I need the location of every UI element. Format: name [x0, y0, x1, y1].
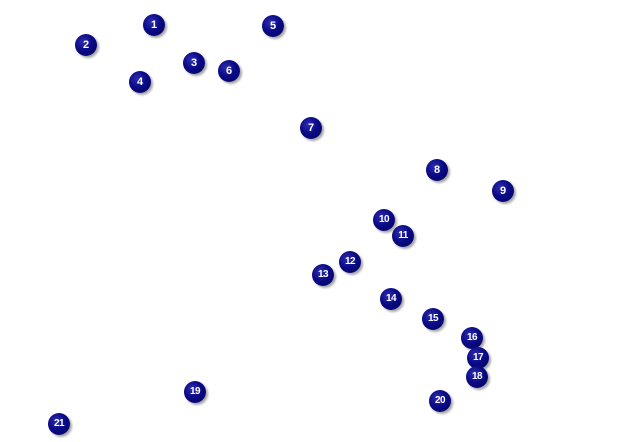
marker-17[interactable]: 17: [467, 347, 489, 369]
marker-10[interactable]: 10: [373, 209, 395, 231]
marker-8[interactable]: 8: [426, 159, 448, 181]
marker-6[interactable]: 6: [218, 60, 240, 82]
marker-15[interactable]: 15: [422, 308, 444, 330]
marker-16[interactable]: 16: [461, 327, 483, 349]
marker-4[interactable]: 4: [129, 71, 151, 93]
marker-12[interactable]: 12: [339, 251, 361, 273]
marker-19[interactable]: 19: [184, 381, 206, 403]
marker-2[interactable]: 2: [75, 34, 97, 56]
marker-3[interactable]: 3: [183, 52, 205, 74]
marker-9[interactable]: 9: [492, 180, 514, 202]
marker-13[interactable]: 13: [312, 264, 334, 286]
marker-14[interactable]: 14: [380, 288, 402, 310]
marker-11[interactable]: 11: [392, 225, 414, 247]
marker-20[interactable]: 20: [429, 390, 451, 412]
marker-18[interactable]: 18: [466, 366, 488, 388]
marker-1[interactable]: 1: [143, 14, 165, 36]
marker-5[interactable]: 5: [262, 15, 284, 37]
marker-7[interactable]: 7: [300, 117, 322, 139]
marker-21[interactable]: 21: [48, 413, 70, 435]
